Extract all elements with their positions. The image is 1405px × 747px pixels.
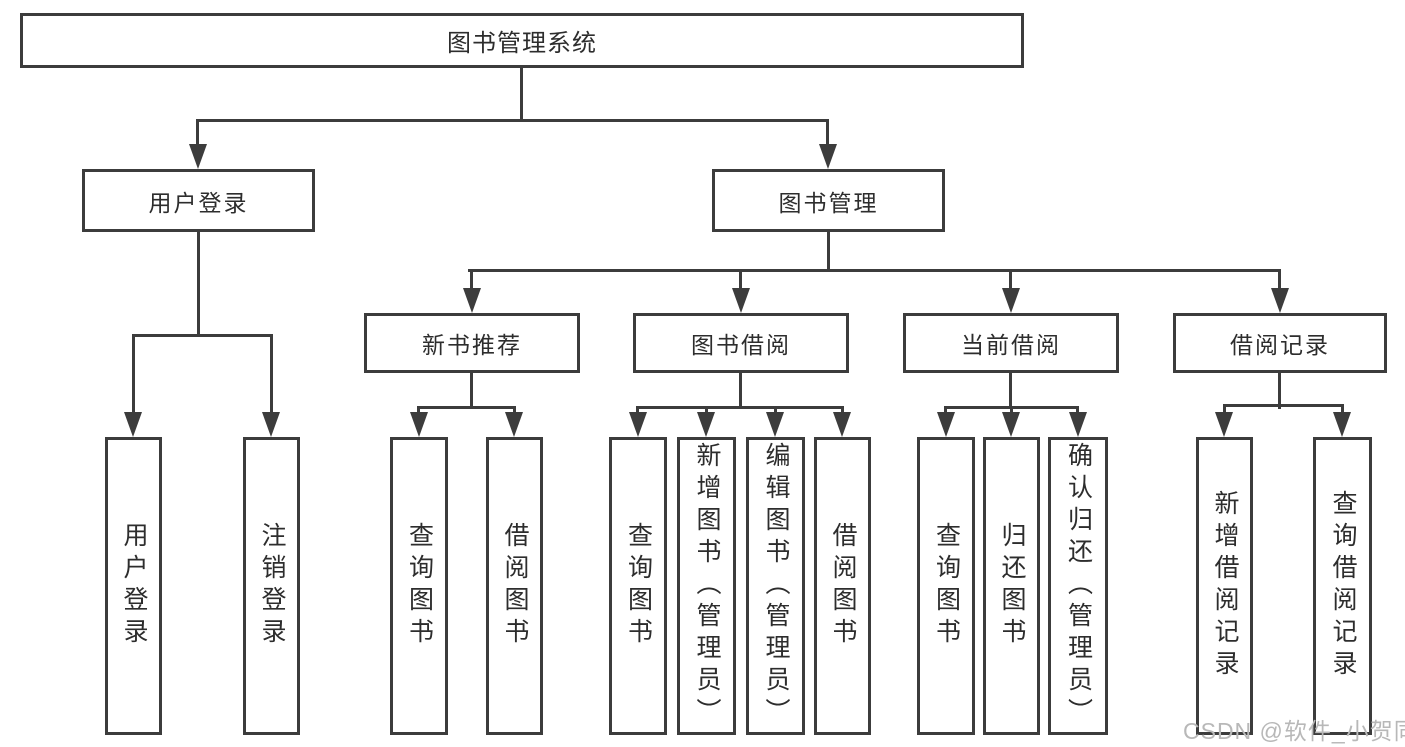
connector-vline xyxy=(705,406,708,414)
leaf-borrow-books-recommend: 借阅图书 xyxy=(486,437,543,735)
leaf-query-borrow-record: 查询借阅记录 xyxy=(1313,437,1372,735)
leaf-borrow-books-borrowing-label: 借阅图书 xyxy=(829,522,857,650)
leaf-confirm-return-admin-label: 确认归还（管理员） xyxy=(1064,442,1093,730)
node-book-management: 图书管理 xyxy=(712,169,945,232)
leaf-add-book-admin-label: 新增图书（管理员） xyxy=(693,442,721,730)
leaf-return-books: 归还图书 xyxy=(983,437,1040,735)
leaf-add-book-admin: 新增图书（管理员） xyxy=(677,437,736,735)
arrow-down-icon xyxy=(262,412,280,437)
connector-vline xyxy=(739,373,742,409)
leaf-query-borrow-record-label: 查询借阅记录 xyxy=(1329,490,1357,682)
leaf-add-borrow-record: 新增借阅记录 xyxy=(1196,437,1253,735)
arrow-down-icon xyxy=(1002,412,1020,437)
arrow-down-icon xyxy=(819,144,837,169)
connector-vline xyxy=(826,119,829,147)
leaf-borrow-books-recommend-label: 借阅图书 xyxy=(501,522,529,650)
node-current-borrowing: 当前借阅 xyxy=(903,313,1119,373)
csdn-watermark: CSDN @软件_小贺同学 xyxy=(1183,718,1405,744)
arrow-down-icon xyxy=(833,412,851,437)
connector-vline xyxy=(196,119,199,147)
node-user-login: 用户登录 xyxy=(82,169,315,232)
connector-vline xyxy=(520,68,523,122)
node-borrowing-records-label: 借阅记录 xyxy=(1230,332,1330,358)
connector-vline xyxy=(1010,406,1013,414)
connector-vline xyxy=(944,406,947,414)
node-book-borrowing-label: 图书借阅 xyxy=(691,332,791,358)
leaf-logout: 注销登录 xyxy=(243,437,300,735)
connector-vline xyxy=(1341,404,1344,414)
node-book-management-label: 图书管理 xyxy=(778,189,879,216)
arrow-down-icon xyxy=(505,412,523,437)
leaf-user-login: 用户登录 xyxy=(105,437,162,735)
node-root-label: 图书管理系统 xyxy=(447,30,597,57)
arrow-down-icon xyxy=(766,412,784,437)
connector-vline xyxy=(636,406,639,414)
arrow-down-icon xyxy=(1002,288,1020,313)
connector-vline xyxy=(270,334,273,414)
leaf-edit-book-admin: 编辑图书（管理员） xyxy=(746,437,805,735)
connector-hline xyxy=(636,406,844,409)
connector-vline xyxy=(1223,404,1226,414)
node-new-book-recommendation-label: 新书推荐 xyxy=(422,332,522,358)
connector-vline xyxy=(739,269,742,291)
arrow-down-icon xyxy=(697,412,715,437)
connector-vline xyxy=(827,232,830,272)
connector-vline xyxy=(197,232,200,337)
arrow-down-icon xyxy=(189,144,207,169)
connector-vline xyxy=(1278,373,1281,409)
leaf-borrow-books-borrowing: 借阅图书 xyxy=(814,437,871,735)
node-current-borrowing-label: 当前借阅 xyxy=(961,332,1061,358)
connector-hline xyxy=(417,406,516,409)
leaf-confirm-return-admin: 确认归还（管理员） xyxy=(1048,437,1108,735)
connector-vline xyxy=(513,406,516,414)
arrow-down-icon xyxy=(1069,412,1087,437)
leaf-query-books-current: 查询图书 xyxy=(917,437,975,735)
leaf-query-books-current-label: 查询图书 xyxy=(932,522,961,650)
arrow-down-icon xyxy=(1271,288,1289,313)
connector-vline xyxy=(841,406,844,414)
leaf-edit-book-admin-label: 编辑图书（管理员） xyxy=(762,442,790,730)
arrow-down-icon xyxy=(124,412,142,437)
leaf-query-books-recommend-label: 查询图书 xyxy=(405,522,434,650)
connector-vline xyxy=(470,373,473,409)
connector-vline xyxy=(1009,269,1012,291)
arrow-down-icon xyxy=(463,288,481,313)
leaf-add-borrow-record-label: 新增借阅记录 xyxy=(1211,490,1239,682)
node-new-book-recommendation: 新书推荐 xyxy=(364,313,580,373)
connector-hline xyxy=(196,119,829,122)
leaf-user-login-label: 用户登录 xyxy=(120,522,148,650)
leaf-query-books-recommend: 查询图书 xyxy=(390,437,448,735)
node-user-login-label: 用户登录 xyxy=(148,189,249,216)
connector-vline xyxy=(132,334,135,414)
connector-vline xyxy=(1278,269,1281,291)
connector-vline xyxy=(417,406,420,414)
connector-vline xyxy=(1076,406,1079,414)
connector-hline xyxy=(468,269,1281,272)
arrow-down-icon xyxy=(1215,412,1233,437)
arrow-down-icon xyxy=(629,412,647,437)
connector-vline xyxy=(1009,373,1012,409)
leaf-query-books-borrowing-label: 查询图书 xyxy=(624,522,653,650)
connector-vline xyxy=(470,269,473,291)
arrow-down-icon xyxy=(1333,412,1351,437)
connector-hline xyxy=(1223,404,1344,407)
arrow-down-icon xyxy=(410,412,428,437)
node-root: 图书管理系统 xyxy=(20,13,1024,68)
connector-hline xyxy=(132,334,273,337)
arrow-down-icon xyxy=(732,288,750,313)
leaf-logout-label: 注销登录 xyxy=(258,522,286,650)
leaf-return-books-label: 归还图书 xyxy=(998,522,1026,650)
node-book-borrowing: 图书借阅 xyxy=(633,313,849,373)
leaf-query-books-borrowing: 查询图书 xyxy=(609,437,667,735)
connector-vline xyxy=(774,406,777,414)
arrow-down-icon xyxy=(937,412,955,437)
node-borrowing-records: 借阅记录 xyxy=(1173,313,1387,373)
